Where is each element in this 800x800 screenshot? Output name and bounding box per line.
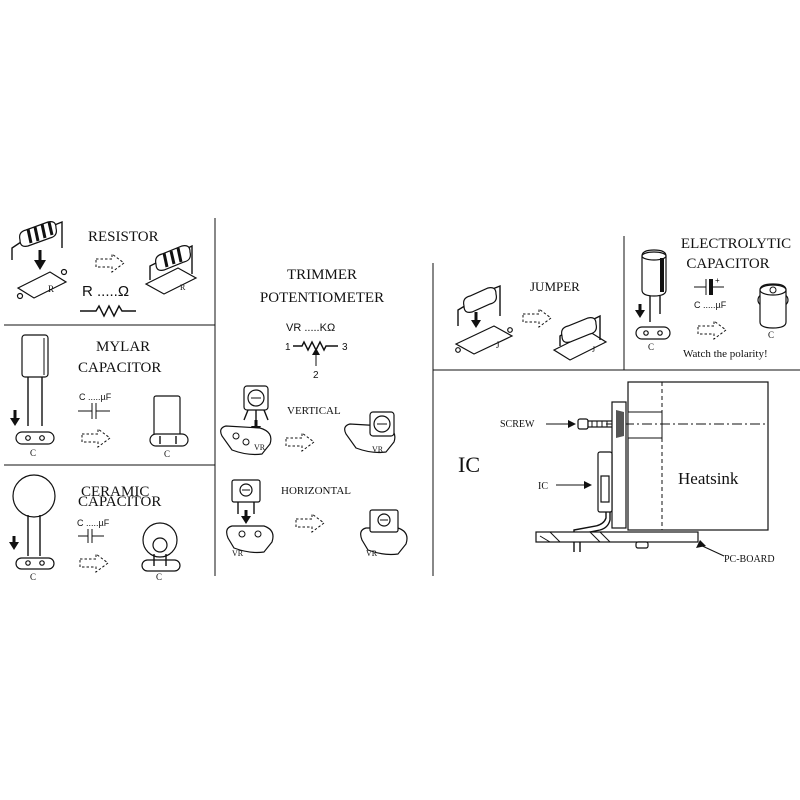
trimmer-horizontal-component-icon: VR	[226, 479, 274, 558]
trimmer-pcb-mark-3: VR	[232, 549, 244, 558]
trimmer-vertical-component-icon: VR	[220, 385, 272, 456]
polarity-plus: +	[715, 276, 720, 285]
mylar-title-line1: MYLAR	[96, 339, 150, 355]
trimmer-pcb-mark-4: VR	[366, 549, 378, 558]
trimmer-horizontal-label: HORIZONTAL	[281, 485, 351, 497]
electrolytic-pcb-mark: C	[648, 342, 654, 352]
mylar-pcb-mark-2: C	[164, 449, 170, 459]
electrolytic-title-line2: CAPACITOR	[686, 256, 769, 272]
capacitor-symbol-icon	[78, 529, 104, 543]
electrolytic-arrow-icon	[697, 320, 727, 340]
ic-title: IC	[458, 452, 480, 477]
resistor-arrow-icon	[95, 253, 125, 273]
trimmer-pcb-mark: VR	[254, 443, 266, 452]
jumper-component-icon: J	[454, 284, 514, 355]
ceramic-component-icon: C	[9, 474, 56, 582]
resistor-section: R RESISTOR R .....Ω R	[11, 220, 198, 318]
mylar-component-icon: C	[10, 334, 55, 458]
electrolytic-mounted-icon: C	[757, 283, 789, 340]
ic-label: IC	[538, 481, 548, 492]
trimmer-formula: VR .....KΩ	[286, 322, 335, 334]
trimmer-title-line1: TRIMMER	[287, 267, 357, 283]
trimmer-vertical-mounted-icon: VR	[344, 411, 396, 454]
ceramic-section: C CERAMIC CAPACITOR C .....µF C	[9, 474, 181, 582]
electrolytic-component-icon: C	[635, 249, 671, 352]
jumper-title: JUMPER	[530, 279, 580, 294]
electrolytic-pcb-mark-2: C	[768, 330, 774, 340]
mylar-formula: C .....µF	[79, 392, 112, 402]
mylar-pcb-mark: C	[30, 448, 36, 458]
trimmer-pcb-mark-2: VR	[372, 445, 384, 454]
ic-section: IC SCREW IC Heatsink	[458, 381, 775, 565]
electrolytic-section: ELECTROLYTIC CAPACITOR C + C .....µF	[635, 236, 791, 360]
jumper-arrow-icon	[522, 308, 552, 328]
trimmer-section: TRIMMER POTENTIOMETER VR .....KΩ 1 3 2 V…	[220, 267, 408, 558]
ceramic-title-line1: CERAMIC	[81, 484, 149, 500]
pc-board-icon	[535, 531, 699, 549]
resistor-component-icon: R	[11, 220, 68, 300]
trimmer-vertical-arrow-icon	[285, 432, 315, 452]
jumper-pcb-mark: J	[496, 340, 500, 350]
jumper-mounted-icon: J	[552, 314, 608, 361]
section-dividers	[4, 218, 800, 576]
ceramic-formula: C .....µF	[77, 518, 110, 528]
mylar-arrow-icon	[81, 428, 111, 448]
polarized-capacitor-symbol-icon: +	[694, 276, 724, 295]
screw-label: SCREW	[500, 419, 535, 430]
potentiometer-symbol-icon	[293, 340, 338, 352]
electrolytic-formula: C .....µF	[694, 300, 727, 310]
mylar-mounted-icon: C	[149, 395, 189, 459]
resistor-mounted-icon: R	[144, 244, 198, 295]
resistor-formula: R .....Ω	[82, 283, 129, 300]
trimmer-horizontal-mounted-icon: VR	[360, 509, 408, 558]
ic-package-icon	[573, 401, 627, 552]
ceramic-title-line2: CAPACITOR	[78, 494, 161, 510]
trimmer-title-line2: POTENTIOMETER	[260, 290, 384, 306]
resistor-title: RESISTOR	[88, 229, 159, 245]
trimmer-vertical-label: VERTICAL	[287, 405, 341, 417]
jumper-section: J JUMPER J	[454, 279, 608, 361]
heatsink-icon	[627, 381, 769, 531]
trimmer-horizontal-arrow-icon	[295, 513, 325, 533]
trimmer-pin1: 1	[285, 342, 291, 353]
electrolytic-title-line1: ELECTROLYTIC	[681, 236, 791, 252]
resistor-symbol-icon	[80, 304, 136, 318]
mylar-title-line2: CAPACITOR	[78, 360, 161, 376]
resistor-pcb-mark-2: R	[180, 283, 186, 292]
ceramic-pcb-mark-2: C	[156, 572, 162, 582]
trimmer-pin3: 3	[342, 342, 348, 353]
heatsink-label: Heatsink	[678, 469, 739, 488]
mylar-section: C MYLAR CAPACITOR C .....µF C	[10, 334, 189, 459]
trimmer-pin2: 2	[313, 370, 319, 381]
pcboard-label: PC-BOARD	[724, 554, 775, 565]
ceramic-pcb-mark: C	[30, 572, 36, 582]
resistor-pcb-mark: R	[48, 284, 54, 294]
jumper-pcb-mark-2: J	[592, 345, 595, 354]
ceramic-arrow-icon	[79, 553, 109, 573]
ceramic-mounted-icon: C	[141, 522, 181, 582]
capacitor-symbol-icon	[78, 403, 110, 419]
polarity-note: Watch the polarity!	[683, 348, 768, 360]
